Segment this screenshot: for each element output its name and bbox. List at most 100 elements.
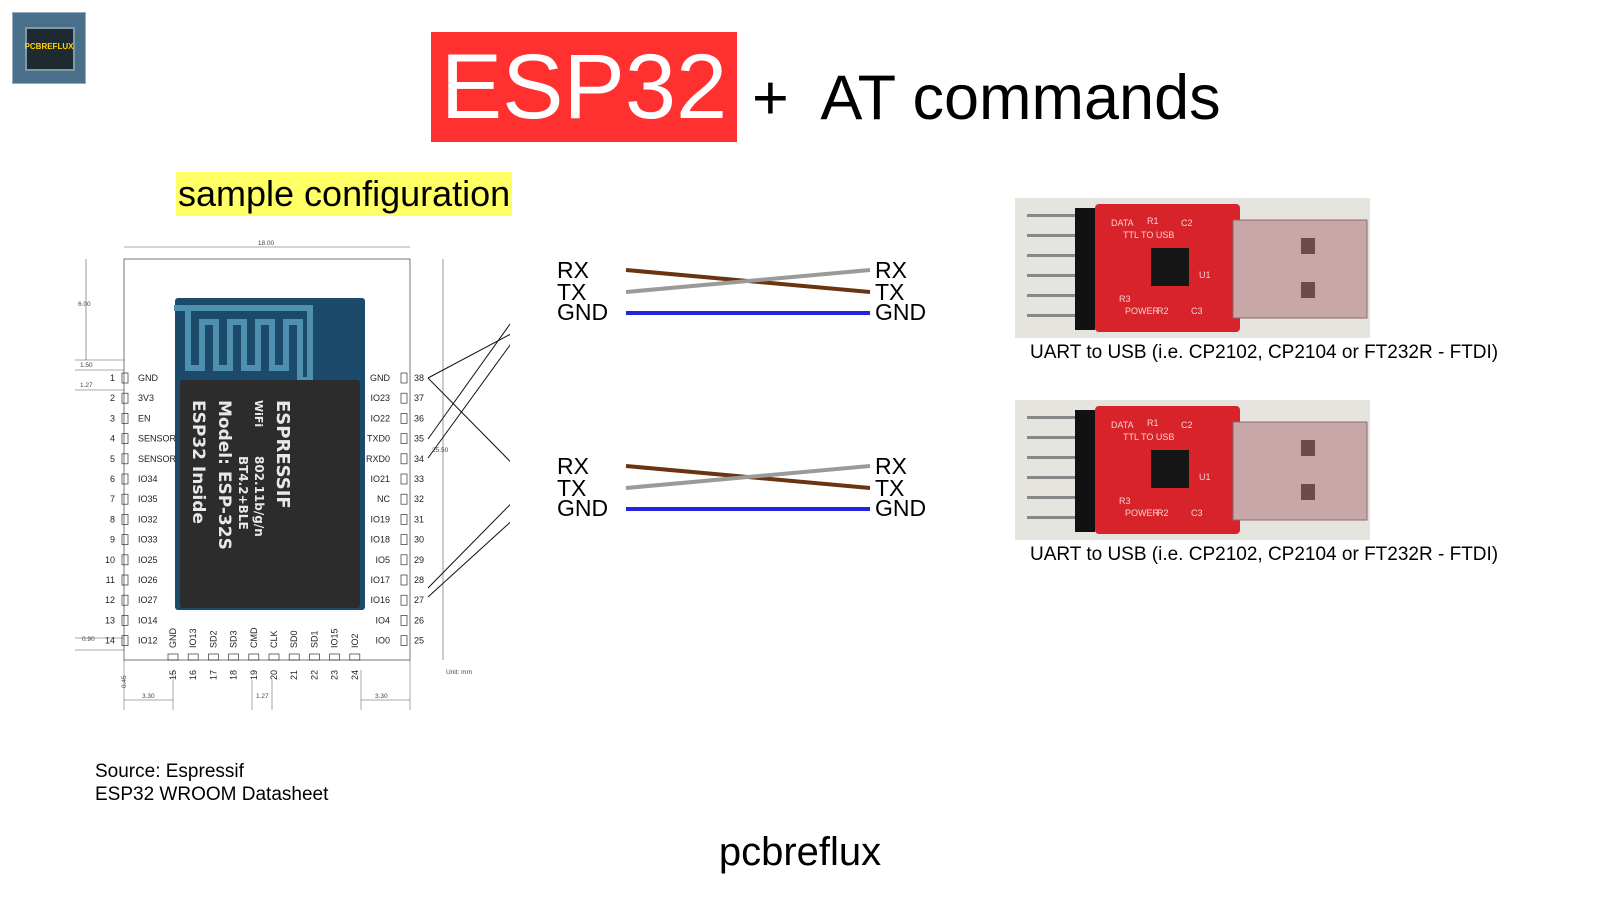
pin-name: NC <box>377 494 390 504</box>
pcbreflux-logo: PCBREFLUX <box>12 12 86 84</box>
silkscreen-label: C3 <box>1191 306 1203 316</box>
pin-number: 24 <box>350 670 360 680</box>
left-signal-label: TX <box>557 475 586 501</box>
silkscreen-label: U1 <box>1199 472 1211 482</box>
silkscreen-label: R2 <box>1157 306 1169 316</box>
pin-number: 16 <box>188 670 198 680</box>
pin-number: 35 <box>414 434 424 444</box>
pin-number: 21 <box>289 670 299 680</box>
pin-pad <box>288 653 300 661</box>
header-pin <box>1027 234 1082 237</box>
pin-name: IO27 <box>138 595 158 605</box>
adapter-caption-2: UART to USB (i.e. CP2102, CP2104 or FT23… <box>1030 544 1499 565</box>
pin-number: 9 <box>110 535 115 545</box>
source-line-1: Source: Espressif <box>95 761 244 782</box>
pin-name: IO14 <box>138 615 158 625</box>
silkscreen-label: C2 <box>1181 420 1193 430</box>
pin-pad <box>121 453 129 465</box>
ic-chip <box>1151 450 1189 488</box>
pin-name: GND <box>168 628 178 649</box>
wifi-logo: WiFi <box>252 400 265 427</box>
esp32-module-photo: ESPRESSIF 802.11b/g/n BT4.2+BLE Model: E… <box>174 298 365 610</box>
pin-number: 15 <box>168 670 178 680</box>
pin-name: IO2 <box>350 633 360 648</box>
silkscreen-label: U1 <box>1199 270 1211 280</box>
bottom-pin-row: GND15IO1316SD217SD318CMD19CLK20SD021SD12… <box>167 627 361 680</box>
pin-header <box>1075 208 1095 330</box>
silkscreen-label: R1 <box>1147 216 1159 226</box>
pin-name: SENSOR <box>138 454 177 464</box>
pin-pad <box>121 392 129 404</box>
chip-icon <box>25 27 75 71</box>
chip-esp-label: ESP32 Inside <box>188 400 208 524</box>
pin-pad <box>309 653 320 661</box>
pin-pad <box>121 574 129 586</box>
silkscreen-label: TTL TO USB <box>1123 230 1174 240</box>
pin-name: IO0 <box>375 636 390 646</box>
logo-text: PCBREFLUX <box>24 42 74 51</box>
pin-name: IO32 <box>138 514 158 524</box>
top-dimension: 6.00 <box>78 301 91 308</box>
pin-pad <box>268 653 280 661</box>
pin-name: SD1 <box>309 630 319 648</box>
pin-number: 27 <box>414 595 424 605</box>
width-dimension: 18.00 <box>258 240 275 247</box>
chip-spec-wifi: 802.11b/g/n <box>252 456 266 537</box>
title-highlight: ESP32 <box>431 32 737 142</box>
pin-number: 36 <box>414 413 424 423</box>
right-margin-dimension: 3.30 <box>375 693 388 700</box>
pin-number: 18 <box>229 670 239 680</box>
pin-pad <box>400 392 408 404</box>
pin-name: IO18 <box>370 535 390 545</box>
pin-number: 2 <box>110 393 115 403</box>
pin-number: 34 <box>414 454 424 464</box>
pin-pad <box>228 653 239 661</box>
pin-name: IO16 <box>370 595 390 605</box>
pin-number: 32 <box>414 494 424 504</box>
pin-name: IO13 <box>188 628 198 648</box>
pin-name: EN <box>138 413 151 423</box>
header-pin <box>1027 274 1082 277</box>
pin-pad <box>400 493 408 505</box>
pin-pad <box>121 554 129 566</box>
pin-name: IO15 <box>330 628 340 648</box>
pin-name: CMD <box>249 627 259 648</box>
header-pin <box>1027 476 1082 479</box>
left-margin-dimension: 3.30 <box>142 693 155 700</box>
usb-hole <box>1301 484 1315 500</box>
header-pin <box>1027 516 1082 519</box>
pin-number: 23 <box>330 670 340 680</box>
pin-name: IO12 <box>138 636 158 646</box>
pin-name: GND <box>138 373 159 383</box>
bottom-dimension: 0.45 <box>121 675 128 688</box>
pin-name: RXD0 <box>366 454 390 464</box>
chip-spec-bt: BT4.2+BLE <box>236 456 250 530</box>
silkscreen-label: R3 <box>1119 496 1131 506</box>
gap-dimension: 1.50 <box>80 362 93 369</box>
pin-name: IO23 <box>370 393 390 403</box>
pin-pad <box>400 413 408 424</box>
pin-name: SENSOR <box>138 434 177 444</box>
right-signal-label: TX <box>875 475 904 501</box>
pin-number: 8 <box>110 514 115 524</box>
metal-shield <box>180 380 360 608</box>
module-outline <box>123 258 411 661</box>
silkscreen-label: C3 <box>1191 508 1203 518</box>
pin-name: IO5 <box>375 555 390 565</box>
header-pin <box>1027 314 1082 317</box>
pin-number: 14 <box>105 636 115 646</box>
pin-name: IO21 <box>370 474 390 484</box>
adapter-caption-1: UART to USB (i.e. CP2102, CP2104 or FT23… <box>1030 342 1499 363</box>
pin-pad <box>400 635 408 646</box>
pin-pad <box>121 514 129 525</box>
title-rest: + AT commands <box>752 63 1221 133</box>
pin-name: IO25 <box>138 555 158 565</box>
silkscreen-label: DATA <box>1111 218 1134 228</box>
pin-name: SD3 <box>229 630 239 648</box>
silkscreen-label: POWER <box>1125 306 1160 316</box>
pin-wires <box>427 323 510 598</box>
pin-pad <box>400 534 408 545</box>
pin-pad <box>121 635 129 646</box>
